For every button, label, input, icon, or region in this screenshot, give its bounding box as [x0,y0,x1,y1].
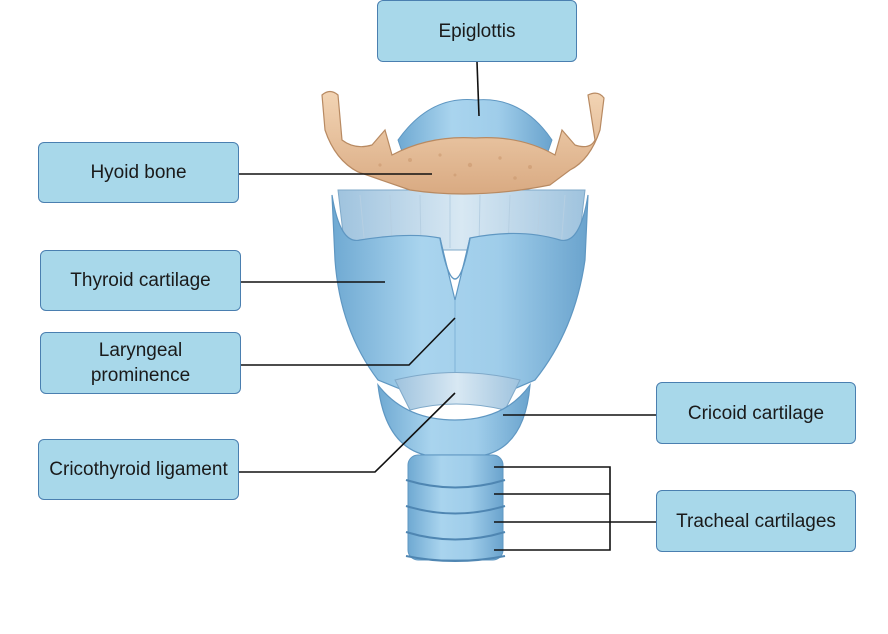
label-laryngeal-prominence-text: Laryngeal prominence [90,340,191,386]
label-cricoid-cartilage: Cricoid cartilage [656,382,856,444]
label-cricothyroid-ligament: Cricothyroid ligament [38,439,239,500]
label-tracheal-cartilages-text: Tracheal cartilages [676,510,836,532]
trachea [405,454,506,562]
label-laryngeal-prominence: Laryngeal prominence [40,332,241,394]
thyroid-cartilage-shape [331,194,589,396]
label-epiglottis-text: Epiglottis [438,20,516,42]
label-thyroid-cartilage-text: Thyroid cartilage [70,270,211,291]
label-epiglottis: Epiglottis [377,0,577,62]
leader-laryngeal-prominence [241,317,456,366]
cricoid-cartilage-shape [377,382,531,456]
leader-cricothyroid-ligament [239,392,456,473]
label-tracheal-cartilages: Tracheal cartilages [656,490,856,552]
label-cricoid-cartilage-text: Cricoid cartilage [687,402,825,424]
leader-lines [239,61,656,551]
hyoid-bone-texture [378,153,532,180]
cricothyroid-ligament-shape [394,372,521,411]
label-cricothyroid-ligament-text: Cricothyroid ligament [49,459,228,480]
label-hyoid-bone-text: Hyoid bone [90,162,187,183]
thyroid-notch [439,237,471,280]
leader-epiglottis [476,61,480,117]
hyoid-bone-shape [321,90,605,195]
leader-tracheal-cartilages [494,466,611,551]
label-thyroid-cartilage: Thyroid cartilage [40,250,241,311]
label-hyoid-bone: Hyoid bone [38,142,239,203]
